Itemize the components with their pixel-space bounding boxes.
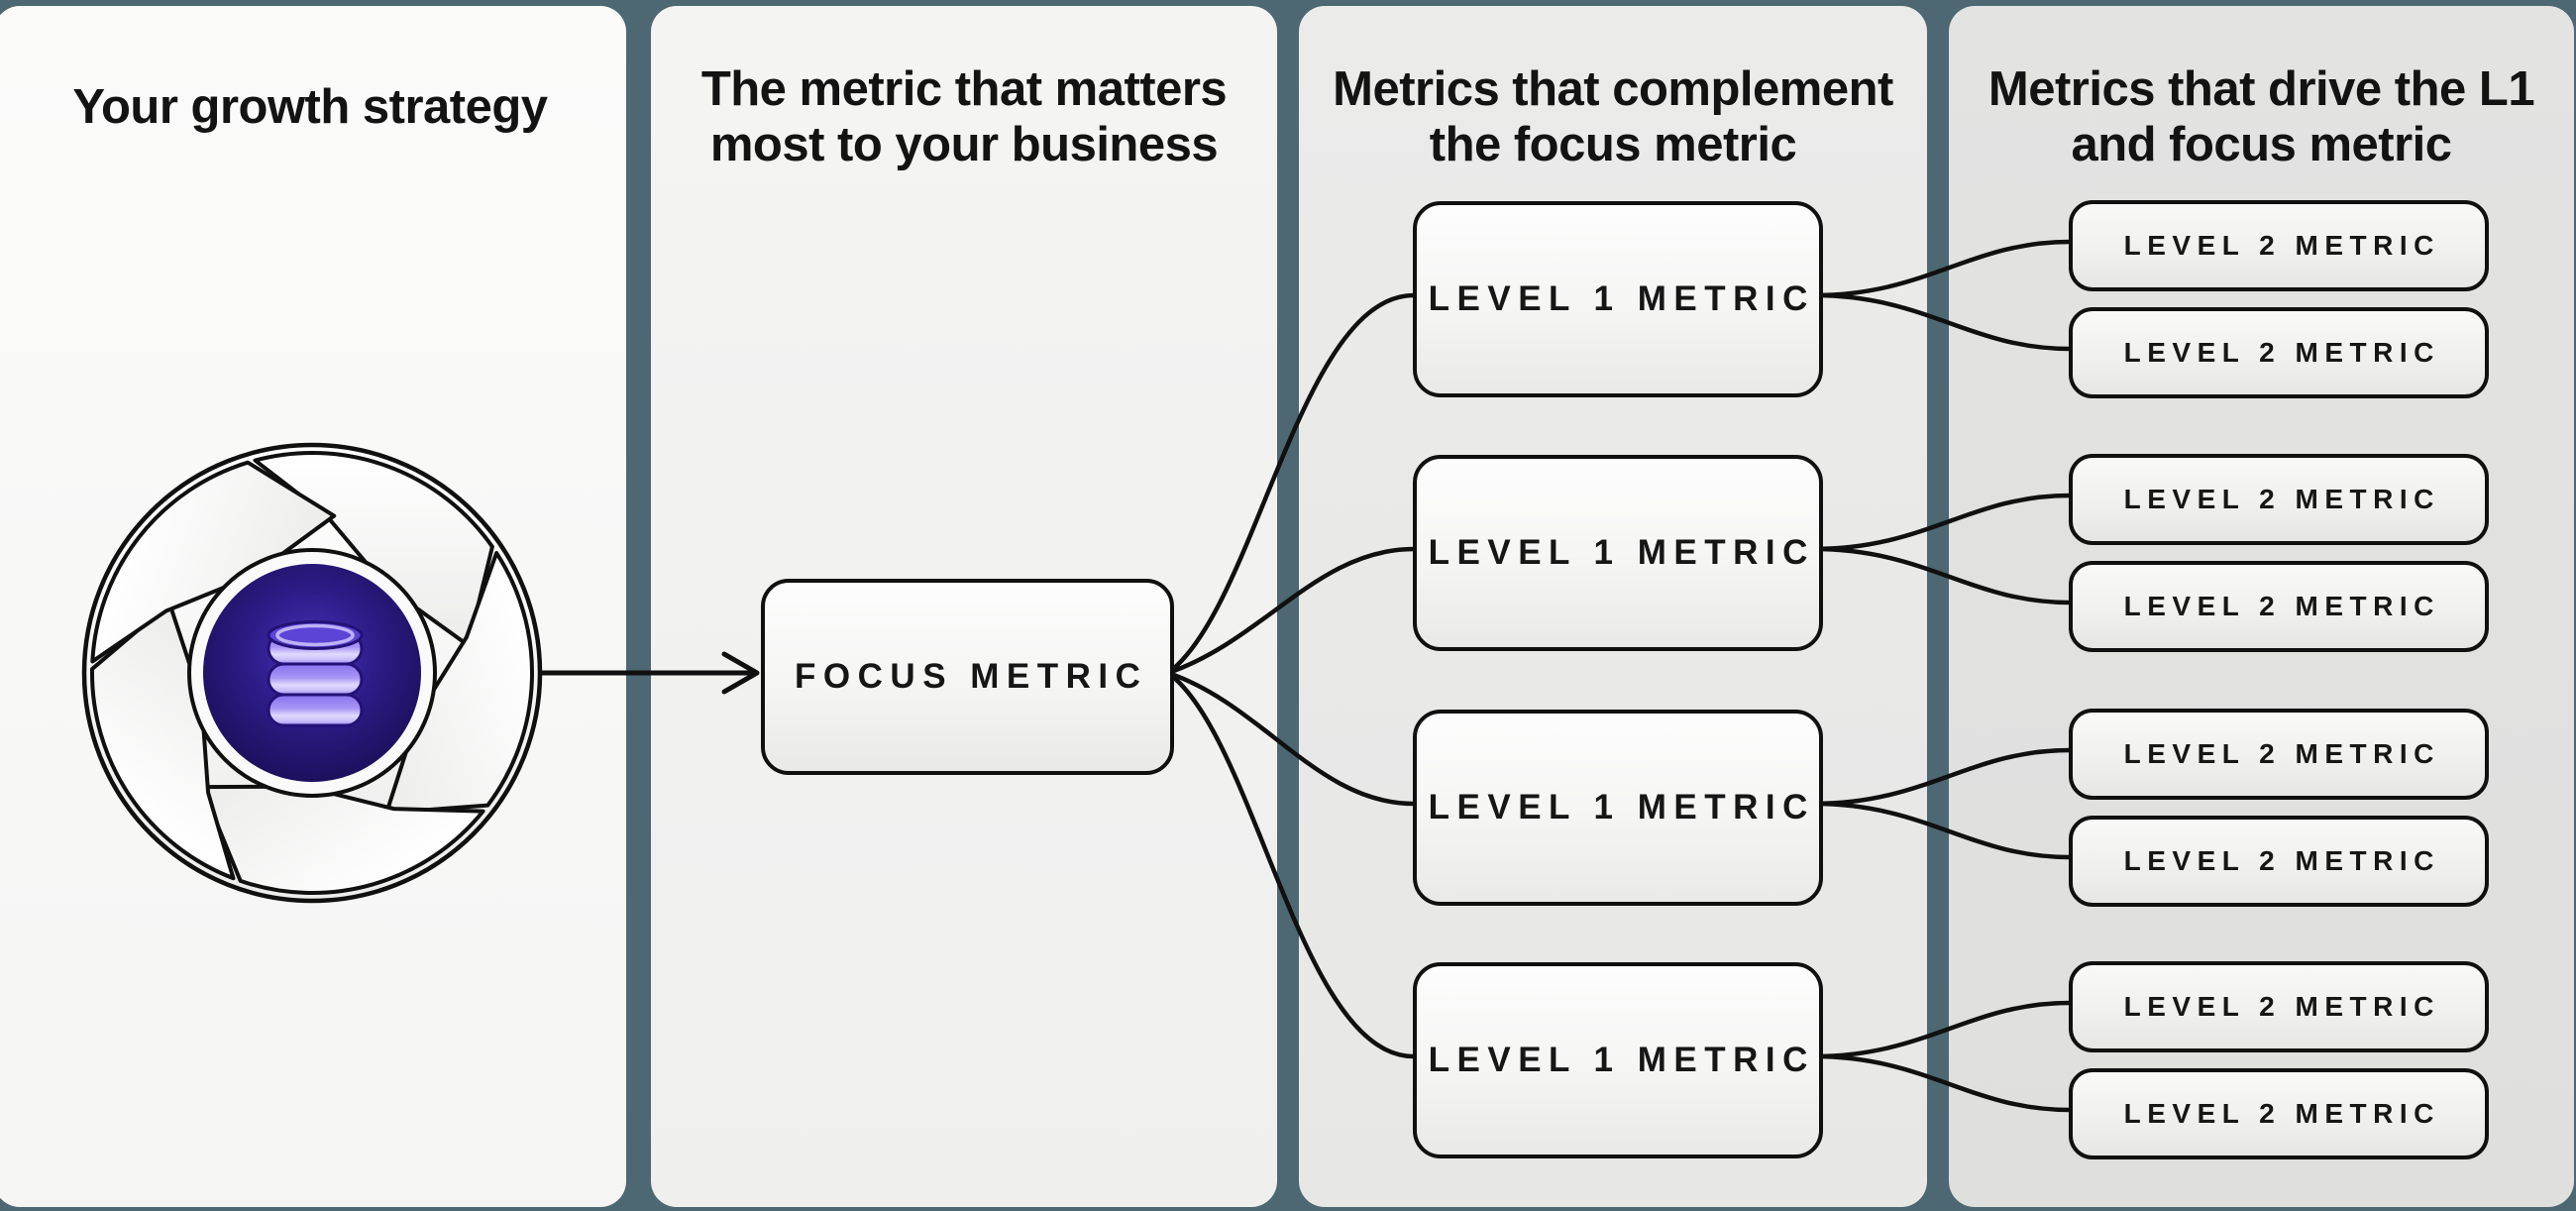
panel-title-line: most to your business [709,118,1219,171]
panel-title-line: The metric that matters [700,62,1228,116]
level2-metric-node: LEVEL 2 METRIC [2069,709,2489,800]
level2-metric-node: LEVEL 2 METRIC [2069,200,2489,291]
level2-metric-label: LEVEL 2 METRIC [2123,845,2440,876]
level2-metric-node: LEVEL 2 METRIC [2069,561,2489,652]
level2-metric-label: LEVEL 2 METRIC [2123,591,2440,621]
level2-metric-node: LEVEL 2 METRIC [2069,307,2489,398]
level2-metric-label: LEVEL 2 METRIC [2123,337,2440,368]
level1-metric-label: LEVEL 1 METRIC [1428,1041,1815,1079]
panel-title-level2-metrics: Metrics that drive the L1 and focus metr… [1949,61,2574,172]
level2-metric-node: LEVEL 2 METRIC [2069,816,2489,907]
panel-growth-strategy: Your growth strategy [0,6,626,1207]
panel-title-focus-metric: The metric that matters most to your bus… [651,61,1277,172]
level2-metric-node: LEVEL 2 METRIC [2069,1068,2489,1159]
level1-metric-label: LEVEL 1 METRIC [1428,533,1815,572]
panel-title-line: and focus metric [2071,118,2452,171]
level2-metric-node: LEVEL 2 METRIC [2069,961,2489,1052]
panel-title-line: Your growth strategy [72,80,548,134]
panel-title-level1-metrics: Metrics that complement the focus metric [1299,61,1927,172]
level2-metric-label: LEVEL 2 METRIC [2123,1098,2440,1129]
level1-metric-node: LEVEL 1 METRIC [1413,710,1823,906]
level2-metric-label: LEVEL 2 METRIC [2123,230,2440,261]
level1-metric-label: LEVEL 1 METRIC [1428,279,1815,318]
level1-metric-node: LEVEL 1 METRIC [1413,455,1823,651]
panel-title-growth-strategy: Your growth strategy [0,79,626,135]
focus-metric-label: FOCUS METRIC [795,657,1148,696]
level1-metric-node: LEVEL 1 METRIC [1413,201,1823,397]
focus-metric-node: FOCUS METRIC [761,579,1174,775]
level1-metric-node: LEVEL 1 METRIC [1413,962,1823,1158]
panel-title-line: Metrics that complement [1333,62,1893,116]
level2-metric-label: LEVEL 2 METRIC [2123,484,2440,514]
level1-metric-label: LEVEL 1 METRIC [1428,788,1815,826]
panel-title-line: Metrics that drive the L1 [1987,62,2535,116]
level2-metric-label: LEVEL 2 METRIC [2123,991,2440,1022]
level2-metric-label: LEVEL 2 METRIC [2123,738,2440,769]
panel-title-line: the focus metric [1429,118,1797,171]
level2-metric-node: LEVEL 2 METRIC [2069,454,2489,545]
